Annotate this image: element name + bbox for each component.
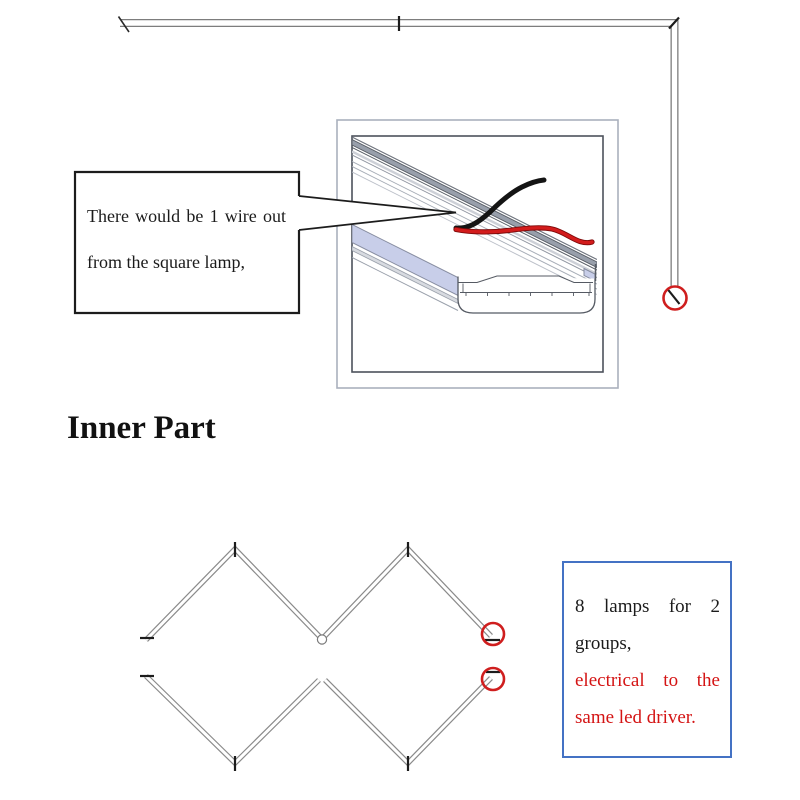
note-line-2: groups, <box>575 633 632 654</box>
note-line-4: same led driver. <box>575 707 696 728</box>
note-line-1: 8 lamps for 2 <box>575 596 720 617</box>
callout-bubble <box>73 170 457 315</box>
section-heading: Inner Part <box>67 410 216 446</box>
callout-line-1: There would be 1 wire out <box>87 206 286 226</box>
callout-pointer <box>298 195 457 231</box>
callout-line-2: from the square lamp, <box>87 252 245 272</box>
lamp-profile <box>352 136 597 314</box>
end-cap-cross-section <box>457 276 596 314</box>
run-bottom-end-cap <box>666 288 681 305</box>
wire-outlet-marker-icon <box>662 285 688 311</box>
profile-top-rail <box>352 138 597 269</box>
black-wire <box>453 177 547 231</box>
center-joint-circle <box>316 634 328 645</box>
run-corner-miter-tick <box>668 16 680 30</box>
ceiling-lamp-run <box>117 16 688 311</box>
callout-text: There would be 1 wire out from the squar… <box>87 193 286 285</box>
run-left-end-cap <box>117 16 130 33</box>
wire-outlet-marker-icon <box>480 621 506 647</box>
callout-box-border <box>73 170 301 315</box>
zigzag-lamp-group-1 <box>140 542 506 647</box>
note-box: 8 lamps for 2 groups, electrical to the … <box>562 561 732 758</box>
red-wire <box>454 226 594 245</box>
note-line-3: electrical to the <box>575 670 720 691</box>
lamp-detail <box>336 119 619 389</box>
zigzag-lamp-group-2 <box>140 666 506 771</box>
wire-outlet-marker-icon <box>480 666 506 692</box>
lamp-wires <box>453 177 595 246</box>
